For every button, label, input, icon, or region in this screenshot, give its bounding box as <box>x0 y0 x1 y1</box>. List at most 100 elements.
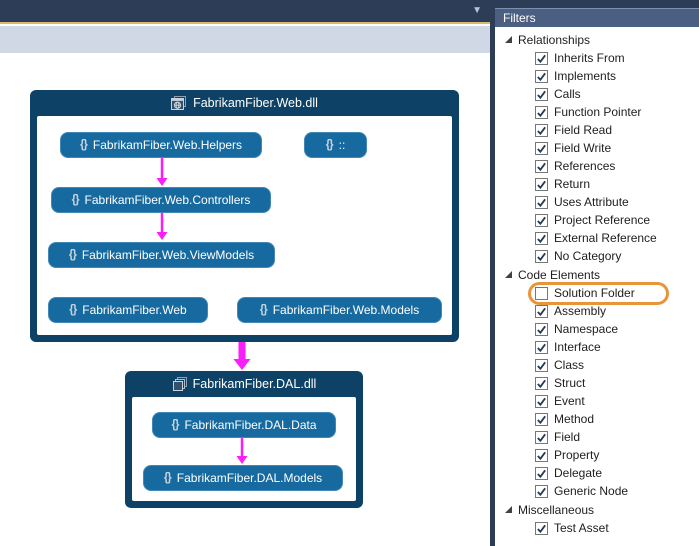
filter-item-label: Solution Folder <box>554 286 635 300</box>
checkbox-checked[interactable] <box>535 521 548 535</box>
checkbox-checked[interactable] <box>535 87 548 101</box>
node-fabrikamfiber-web[interactable]: {} FabrikamFiber.Web <box>48 297 208 323</box>
filter-item-field[interactable]: Field <box>495 428 699 446</box>
filter-item-field-read[interactable]: Field Read <box>495 121 699 139</box>
node-label: FabrikamFiber.Web <box>82 303 187 317</box>
checkbox-checked[interactable] <box>535 69 548 83</box>
node-fabrikamfiber-dal-data[interactable]: {} FabrikamFiber.DAL.Data <box>152 412 336 438</box>
checkbox-unchecked[interactable] <box>535 286 548 300</box>
checkbox-checked[interactable] <box>535 231 548 245</box>
filter-item-project-reference[interactable]: Project Reference <box>495 211 699 229</box>
filter-item-label: Assembly <box>554 304 607 318</box>
filter-item-event[interactable]: Event <box>495 392 699 410</box>
filter-item-calls[interactable]: Calls <box>495 85 699 103</box>
filter-item-method[interactable]: Method <box>495 410 699 428</box>
filter-section-code-elements[interactable]: Code Elements <box>495 265 699 284</box>
checkbox-checked[interactable] <box>535 249 548 263</box>
filter-item-uses-attribute[interactable]: Uses Attribute <box>495 193 699 211</box>
checkbox-checked[interactable] <box>535 484 548 498</box>
namespace-icon: {} <box>71 194 80 206</box>
code-map-canvas[interactable]: FabrikamFiber.Web.dll FabrikamFiber.DAL.… <box>0 53 490 546</box>
node-label: FabrikamFiber.Web.Controllers <box>84 193 251 207</box>
filter-section-miscellaneous[interactable]: Miscellaneous <box>495 500 699 519</box>
checkbox-checked[interactable] <box>535 304 548 318</box>
node-fabrikamfiber-web-controllers[interactable]: {} FabrikamFiber.Web.Controllers <box>51 187 271 213</box>
checkbox-checked[interactable] <box>535 322 548 336</box>
filter-item-references[interactable]: References <box>495 157 699 175</box>
filter-item-label: No Category <box>554 249 622 263</box>
filter-item-label: Inherits From <box>554 51 625 65</box>
filter-item-interface[interactable]: Interface <box>495 338 699 356</box>
filter-item-label: Field Read <box>554 123 613 137</box>
filter-item-label: Method <box>554 412 595 426</box>
filter-item-field-write[interactable]: Field Write <box>495 139 699 157</box>
checkbox-checked[interactable] <box>535 376 548 390</box>
checkbox-checked[interactable] <box>535 358 548 372</box>
assembly-group-title: FabrikamFiber.Web.dll <box>193 96 318 110</box>
namespace-icon: {} <box>163 472 172 484</box>
tree-expanded-icon[interactable] <box>505 271 512 278</box>
filter-item-label: References <box>554 159 616 173</box>
checkbox-checked[interactable] <box>535 412 548 426</box>
filter-item-label: Struct <box>554 376 586 390</box>
filters-panel-title: Filters <box>503 11 536 25</box>
node-label: FabrikamFiber.DAL.Data <box>184 418 317 432</box>
assembly-group-header[interactable]: FabrikamFiber.Web.dll <box>30 90 459 116</box>
checkbox-checked[interactable] <box>535 123 548 137</box>
filter-item-label: Return <box>554 177 591 191</box>
filter-item-struct[interactable]: Struct <box>495 374 699 392</box>
filter-item-test-asset[interactable]: Test Asset <box>495 519 699 537</box>
filter-item-return[interactable]: Return <box>495 175 699 193</box>
namespace-icon: {} <box>79 139 88 151</box>
checkbox-checked[interactable] <box>535 394 548 408</box>
filter-item-inherits-from[interactable]: Inherits From <box>495 49 699 67</box>
namespace-icon: {} <box>259 304 268 316</box>
filter-item-label: Project Reference <box>554 213 651 227</box>
node-global-namespace[interactable]: {} :: <box>304 132 367 158</box>
filter-item-generic-node[interactable]: Generic Node <box>495 482 699 500</box>
node-fabrikamfiber-web-helpers[interactable]: {} FabrikamFiber.Web.Helpers <box>60 132 262 158</box>
tree-expanded-icon[interactable] <box>505 36 512 43</box>
filter-item-namespace[interactable]: Namespace <box>495 320 699 338</box>
filter-item-function-pointer[interactable]: Function Pointer <box>495 103 699 121</box>
filter-item-label: Field Write <box>554 141 612 155</box>
checkbox-checked[interactable] <box>535 213 548 227</box>
node-fabrikamfiber-web-models[interactable]: {} FabrikamFiber.Web.Models <box>237 297 442 323</box>
filter-section-relationships[interactable]: Relationships <box>495 30 699 49</box>
checkbox-checked[interactable] <box>535 448 548 462</box>
panel-top-strip <box>495 0 699 8</box>
filter-item-property[interactable]: Property <box>495 446 699 464</box>
checkbox-checked[interactable] <box>535 340 548 354</box>
node-fabrikamfiber-web-viewmodels[interactable]: {} FabrikamFiber.Web.ViewModels <box>48 242 275 268</box>
node-label: FabrikamFiber.Web.Helpers <box>92 138 243 152</box>
node-fabrikamfiber-dal-models[interactable]: {} FabrikamFiber.DAL.Models <box>143 465 343 491</box>
filter-item-assembly[interactable]: Assembly <box>495 302 699 320</box>
filter-item-label: Test Asset <box>554 521 609 535</box>
checkbox-checked[interactable] <box>535 195 548 209</box>
assembly-group-header[interactable]: FabrikamFiber.DAL.dll <box>125 371 363 397</box>
checkbox-checked[interactable] <box>535 51 548 65</box>
filter-item-label: Property <box>554 448 600 462</box>
filter-item-delegate[interactable]: Delegate <box>495 464 699 482</box>
checkbox-checked[interactable] <box>535 177 548 191</box>
checkbox-checked[interactable] <box>535 159 548 173</box>
namespace-icon: {} <box>325 139 334 151</box>
filter-item-implements[interactable]: Implements <box>495 67 699 85</box>
panel-splitter[interactable] <box>490 0 495 546</box>
filter-item-label: Field <box>554 430 581 444</box>
secondary-toolbar <box>0 26 490 53</box>
checkbox-checked[interactable] <box>535 105 548 119</box>
node-label: :: <box>338 138 346 152</box>
filter-item-no-category[interactable]: No Category <box>495 247 699 265</box>
checkbox-checked[interactable] <box>535 430 548 444</box>
checkbox-checked[interactable] <box>535 466 548 480</box>
filter-item-solution-folder[interactable]: Solution Folder <box>495 282 699 305</box>
filter-item-label: Delegate <box>554 466 603 480</box>
filter-item-external-reference[interactable]: External Reference <box>495 229 699 247</box>
filters-panel-header[interactable]: Filters <box>495 8 699 27</box>
tree-expanded-icon[interactable] <box>505 506 512 513</box>
chevron-down-icon[interactable]: ▼ <box>472 5 482 16</box>
filter-item-class[interactable]: Class <box>495 356 699 374</box>
checkbox-checked[interactable] <box>535 141 548 155</box>
